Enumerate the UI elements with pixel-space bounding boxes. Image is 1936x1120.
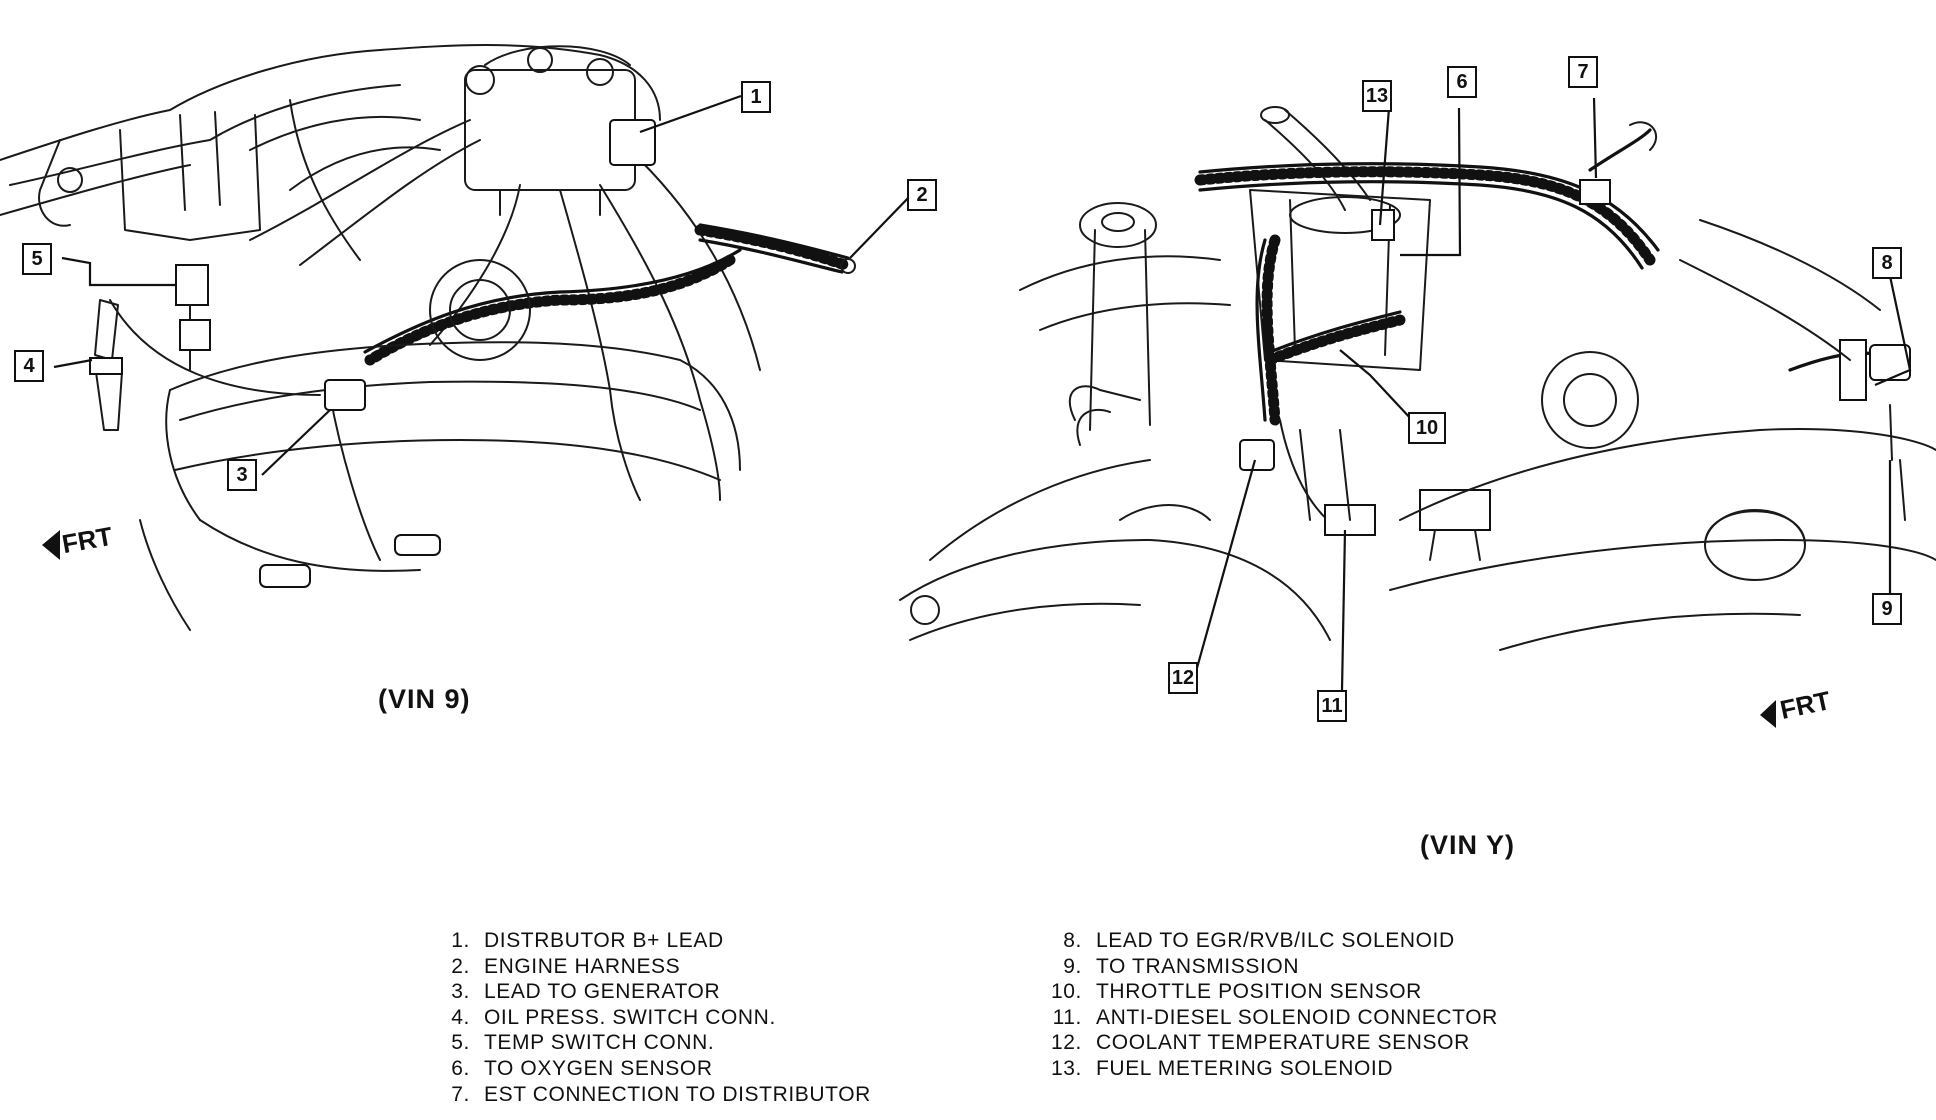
frt-arrow-left-icon	[42, 530, 60, 560]
callout-11: 11	[1317, 690, 1347, 722]
callout-5: 5	[22, 243, 52, 275]
legend-item: 12.COOLANT TEMPERATURE SENSOR	[1051, 1031, 1470, 1055]
vin9-engine-drawing	[0, 44, 856, 631]
legend-item: 10.THROTTLE POSITION SENSOR	[1051, 980, 1422, 1004]
legend-item: 1.DISTRBUTOR B+ LEAD	[451, 929, 724, 952]
callout-4: 4	[14, 350, 44, 382]
callout-12: 12	[1168, 662, 1198, 694]
diagram-label-vinY: (VIN Y)	[1420, 830, 1516, 860]
callout-3: 3	[227, 459, 257, 491]
callout-13: 13	[1362, 80, 1392, 112]
vinY-engine-drawing	[899, 106, 1936, 651]
diagram-label-vin9: (VIN 9)	[378, 684, 471, 714]
callout-6: 6	[1447, 66, 1477, 98]
callout-2: 2	[907, 179, 937, 211]
legend-item: 7.EST CONNECTION TO DISTRIBUTOR	[451, 1082, 871, 1106]
legend-right: 8.LEAD TO EGR/RVB/ILC SOLENOID 9.TO TRAN…	[1040, 928, 1498, 1082]
callout-7: 7	[1568, 56, 1598, 88]
legend-item: 2.ENGINE HARNESS	[451, 954, 681, 978]
callout-1: 1	[741, 81, 771, 113]
legend-item: 9.TO TRANSMISSION	[1063, 954, 1300, 978]
legend-item: 6.TO OXYGEN SENSOR	[451, 1056, 713, 1080]
callout-leaders	[53, 94, 1912, 691]
callout-10: 10	[1408, 412, 1446, 444]
callout-8: 8	[1872, 247, 1902, 279]
frt-arrow-right-icon	[1760, 700, 1776, 728]
legend-item: 11.ANTI-DIESEL SOLENOID CONNECTOR	[1052, 1005, 1498, 1029]
callout-9: 9	[1872, 593, 1902, 625]
legend-left: 1.DISTRBUTOR B+ LEAD 2.ENGINE HARNESS 3.…	[440, 928, 871, 1107]
legend-item: 3.LEAD TO GENERATOR	[451, 980, 721, 1004]
legend-item: 13.FUEL METERING SOLENOID	[1051, 1056, 1394, 1080]
legend-item: 8.LEAD TO EGR/RVB/ILC SOLENOID	[1063, 929, 1455, 952]
legend-item: 5.TEMP SWITCH CONN.	[451, 1031, 715, 1055]
legend-item: 4.OIL PRESS. SWITCH CONN.	[451, 1005, 776, 1029]
